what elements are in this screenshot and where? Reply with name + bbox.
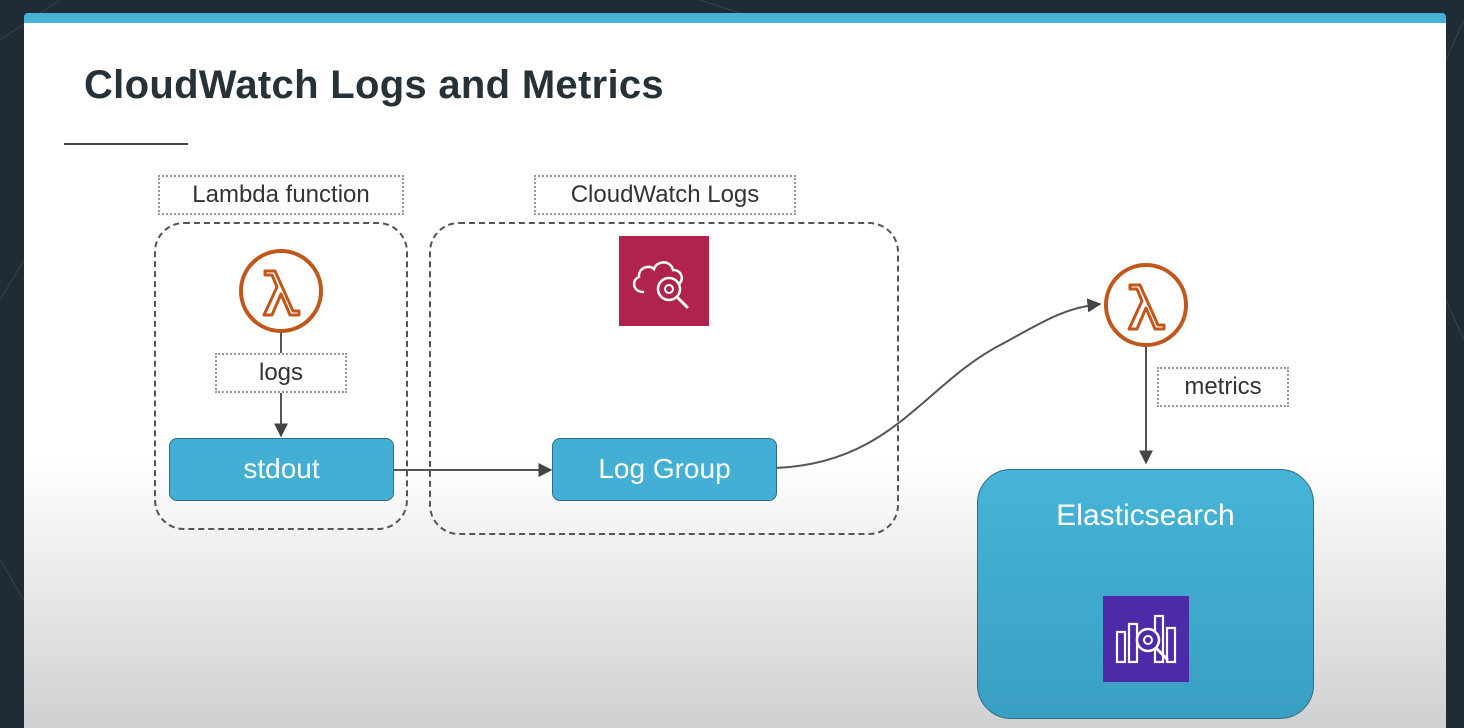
lambda-function-group-label: Lambda function xyxy=(158,175,404,215)
elasticsearch-icon xyxy=(1103,596,1189,682)
metrics-label: metrics xyxy=(1157,367,1289,407)
lambda-icon xyxy=(239,249,323,333)
elasticsearch-label: Elasticsearch xyxy=(1056,499,1235,532)
stdout-node: stdout xyxy=(169,438,394,501)
slide: CloudWatch Logs and Metrics Lambda funct… xyxy=(24,13,1446,728)
log-group-node: Log Group xyxy=(552,438,777,501)
title-underline xyxy=(64,143,188,145)
logs-label: logs xyxy=(215,353,347,393)
slide-title: CloudWatch Logs and Metrics xyxy=(84,63,664,107)
cloudwatch-logs-icon xyxy=(619,236,709,326)
cloudwatch-logs-group-label: CloudWatch Logs xyxy=(534,175,796,215)
lambda-function-group xyxy=(154,222,408,530)
lambda-processor-icon xyxy=(1104,263,1188,347)
elasticsearch-node: Elasticsearch xyxy=(977,469,1314,719)
